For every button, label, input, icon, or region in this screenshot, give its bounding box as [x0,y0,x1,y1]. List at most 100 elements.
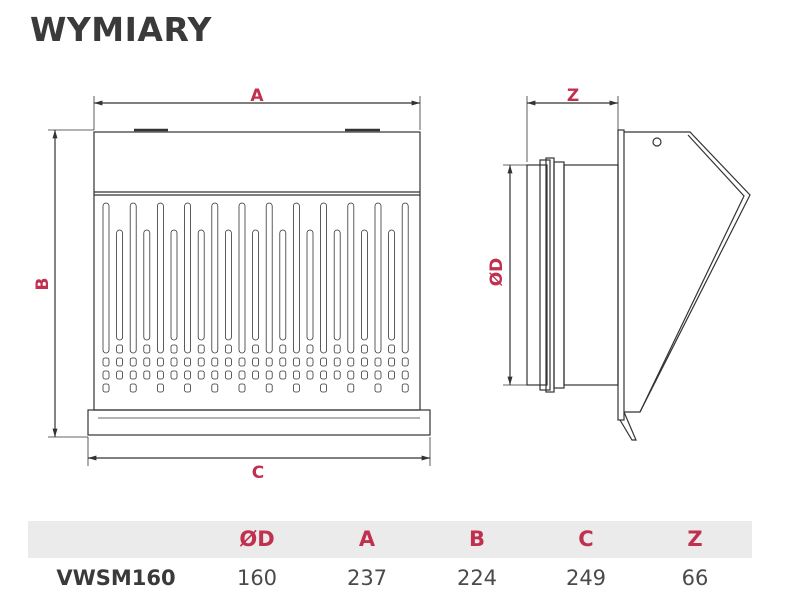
value-z: 66 [681,566,709,590]
grille-hole [116,357,123,367]
dimension-a-label: A [250,86,264,106]
front-view [48,96,431,466]
grille-slot [333,229,341,341]
value-d: 160 [236,566,278,590]
grille-hole [360,370,368,380]
grille-hole [143,344,151,354]
grille-hole [401,370,409,380]
grille-slot [374,202,382,354]
grille-hole [211,357,219,367]
table-header: ØD A B C Z [28,521,752,558]
grille-hole [374,370,382,380]
side-view [503,96,751,441]
grille-hole [143,357,151,367]
grille-hole [170,370,178,380]
grille-hole [292,357,300,367]
header-z: Z [687,527,703,551]
grille-slot [388,229,396,341]
grille-hole [360,357,368,367]
grille-hole [170,357,178,367]
grille-hole [388,344,396,354]
grille-hole [238,370,246,380]
grille-slot [224,229,232,341]
grille-hole [129,357,137,367]
grille-hole [238,383,246,393]
dimensions-table: ØD A B C Z VWSM160 160 237 224 249 66 [28,521,752,598]
header-c: C [578,527,594,551]
grille-hole [374,383,382,393]
grille-hole [401,383,409,393]
grille-hole [116,370,123,380]
grille-slot [306,229,314,341]
grille-hole [129,370,137,380]
grille-hole [224,357,232,367]
grille-hole [347,357,355,367]
grille-slot [279,229,287,341]
grille-slot [265,202,273,354]
grille-hole [279,344,287,354]
value-c: 249 [565,566,607,590]
grille-hole [197,370,205,380]
grille-hole [333,370,341,380]
grille-slot [360,229,368,341]
header-d: ØD [239,527,275,551]
table-row: VWSM160 160 237 224 249 66 [28,558,752,598]
grille-hole [265,357,273,367]
grille-slot [292,202,300,354]
dimension-c-label: C [252,463,264,483]
grille-hole [102,370,110,380]
grille-hole [320,357,328,367]
grille-slot [320,202,328,354]
grille-hole [388,370,396,380]
value-b: 224 [456,566,498,590]
grille-hole [265,370,273,380]
grille-hole [156,357,164,367]
grille-hole [102,383,110,393]
grille-hole [197,344,205,354]
grille-hole [347,370,355,380]
grille-hole [129,383,137,393]
dimension-b-label: B [33,278,53,291]
dimension-drawing: A B C Z ØD [33,86,751,483]
grille-slot [156,202,164,354]
grille-hole [184,370,192,380]
grille-hole [156,370,164,380]
grille-slot [143,229,151,341]
grille-hole [156,383,164,393]
grille-hole [238,357,246,367]
grille-hole [306,357,314,367]
grille-hole [252,357,260,367]
grille-slot [102,202,110,354]
grille-hole [292,370,300,380]
grille-slot [238,202,246,354]
grille-hole [306,370,314,380]
grille-hole [306,344,314,354]
dimension-z-label: Z [567,86,579,106]
grille-slot [252,229,260,341]
header-b: B [468,527,486,551]
grille-slot [197,229,205,341]
grille-hole [184,357,192,367]
header-a: A [358,527,376,551]
grille-hole [374,357,382,367]
page-title: WYMIARY [30,10,212,49]
grille-hole [102,357,110,367]
model-name: VWSM160 [56,566,176,590]
grille-hole [143,370,151,380]
grille-hole [320,370,328,380]
grille-hole [279,357,287,367]
grille-hole [265,383,273,393]
grille-hole [292,383,300,393]
grille-hole [252,344,260,354]
grille-hole [388,357,396,367]
grille-hole [170,344,178,354]
grille-hole [347,383,355,393]
grille-hole [116,344,123,354]
grille-hole [360,344,368,354]
grille-hole [197,357,205,367]
grille-slot [170,229,178,341]
grille-hole [401,357,409,367]
grille-slot [211,202,219,354]
grille-slot [184,202,192,354]
grille-slot [129,202,137,354]
